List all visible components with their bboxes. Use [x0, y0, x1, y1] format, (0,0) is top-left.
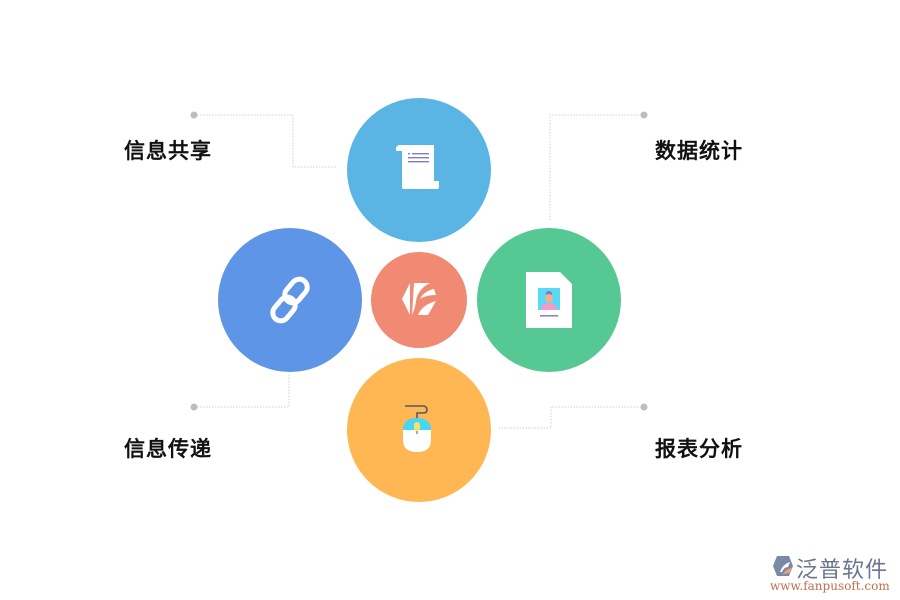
node-data-statistics: [477, 228, 621, 372]
node-info-sharing: [347, 98, 491, 242]
label-report-analysis: 报表分析: [655, 437, 743, 461]
label-data-statistics: 数据统计: [655, 139, 743, 163]
node-report-analysis: [347, 358, 491, 502]
hexagon-logo-icon: [402, 283, 436, 315]
label-info-sharing: 信息共享: [124, 139, 212, 163]
fanpu-logo-icon: [773, 556, 793, 576]
watermark-url: www.fanpusoft.com: [770, 579, 890, 593]
watermark-logo: 泛普软件 www.fanpusoft.com: [770, 552, 895, 596]
chain-link-icon: [270, 276, 310, 324]
profile-document-icon: [526, 272, 572, 328]
center-hub: [371, 252, 467, 348]
label-info-transfer: 信息传递: [124, 437, 212, 461]
watermark-name: 泛普软件: [796, 558, 889, 583]
scroll-document-icon: [396, 145, 439, 189]
node-info-transfer: [218, 228, 362, 372]
computer-mouse-icon: [403, 405, 431, 452]
